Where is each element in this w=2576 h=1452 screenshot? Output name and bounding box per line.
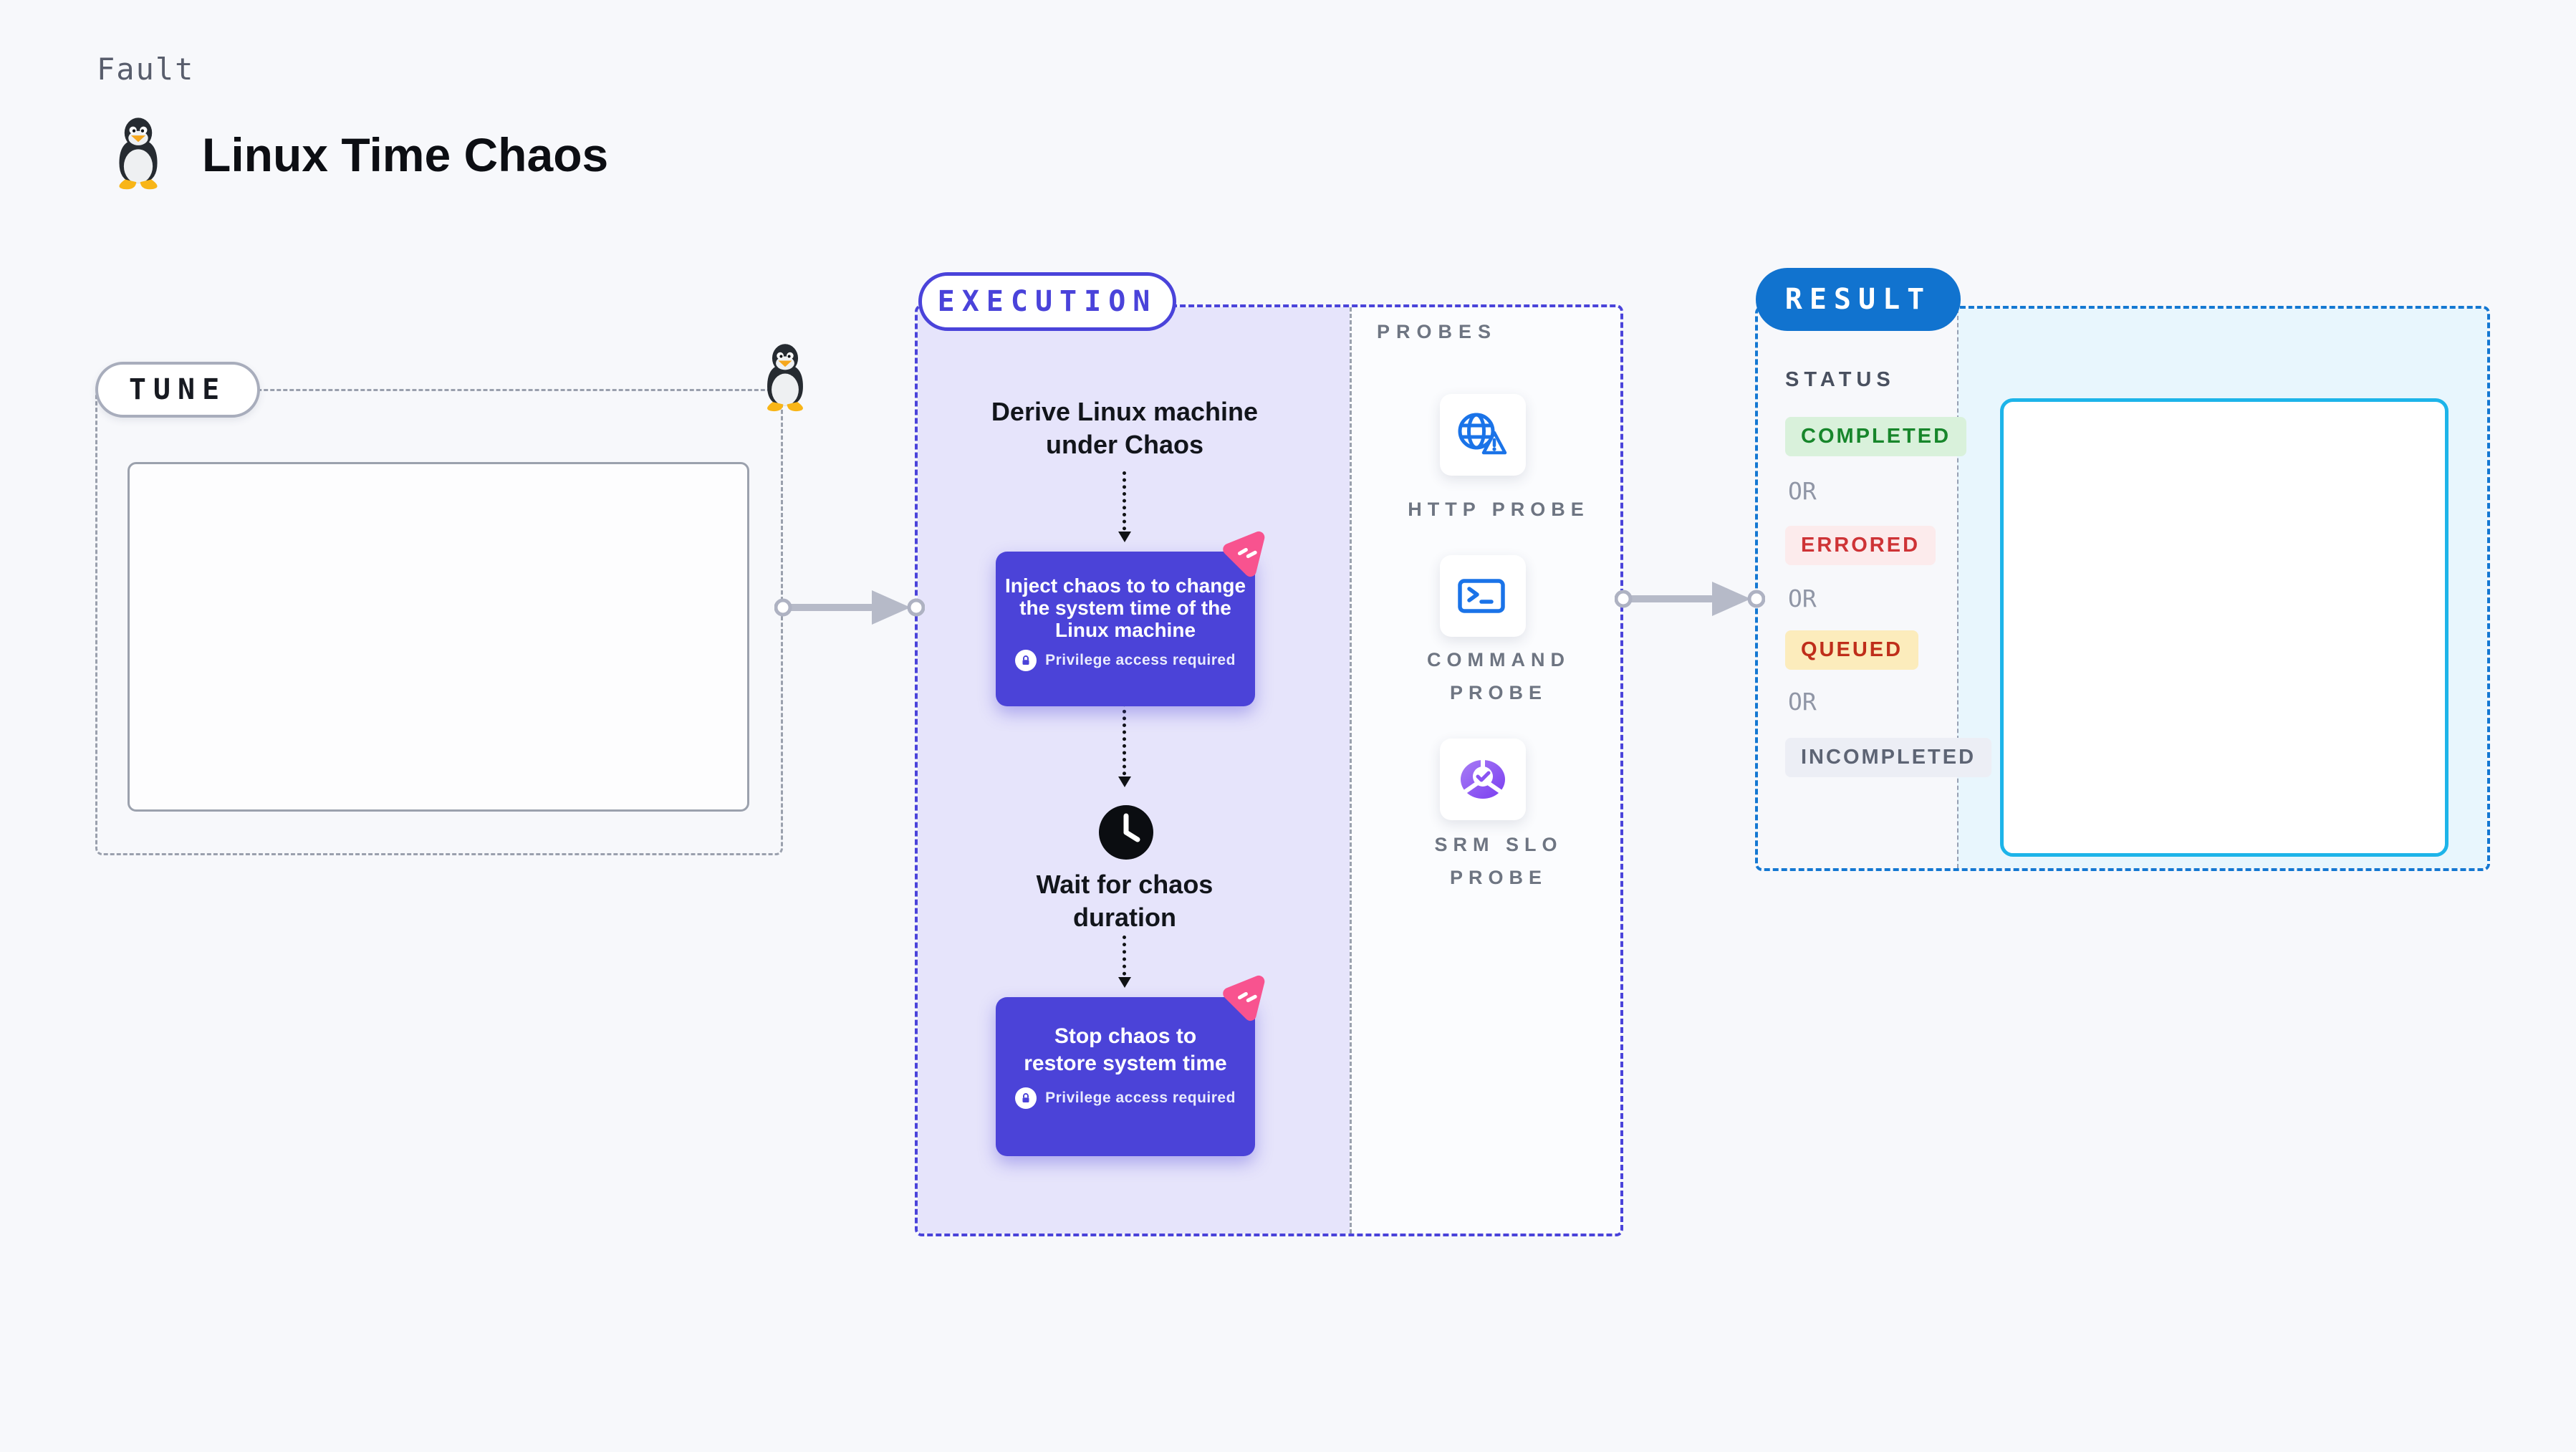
or-separator: OR [1788, 585, 1817, 612]
connector-arrow-tune-to-execution [774, 583, 925, 632]
tune-pill: TUNE [95, 362, 260, 418]
stop-line2: restore system time [1024, 1052, 1227, 1075]
tune-zone [95, 389, 783, 855]
result-pill: RESULT [1756, 268, 1961, 331]
execution-pill: EXECUTION [918, 272, 1176, 331]
status-section-label: STATUS [1785, 368, 1895, 391]
or-separator: OR [1788, 477, 1817, 505]
lock-icon [1015, 1087, 1037, 1109]
page-title: Linux Time Chaos [202, 128, 609, 181]
probe-label-line: HTTP PROBE [1408, 499, 1590, 520]
flow-arrow-1 [1118, 471, 1131, 542]
srm-slo-probe-label: SRM SLO PROBE [1377, 828, 1620, 894]
chaos-pink-logo-icon [1216, 527, 1274, 582]
derive-step-text: Derive Linux machine under Chaos [981, 395, 1268, 461]
stop-chaos-card: Stop chaos to restore system time Privil… [996, 997, 1255, 1156]
clock-icon [1099, 805, 1153, 860]
inject-line3: Linux machine [1054, 619, 1196, 641]
wait-step-text: Wait for chaos duration [1017, 868, 1232, 934]
srm-slo-probe-card [1440, 739, 1526, 820]
slo-pie-check-icon [1461, 758, 1505, 799]
stop-line1: Stop chaos to [1054, 1024, 1197, 1048]
status-badge-completed: COMPLETED [1785, 417, 1967, 456]
output-card [2000, 398, 2448, 857]
lock-icon [1015, 650, 1037, 671]
privilege-badge-text: Privilege access required [1045, 1090, 1236, 1106]
or-separator: OR [1788, 688, 1817, 716]
fault-eyebrow: Fault [97, 52, 195, 87]
flow-arrow-2 [1118, 689, 1131, 787]
command-probe-label: COMMAND PROBE [1377, 643, 1620, 709]
probe-label-line: COMMAND [1427, 649, 1570, 670]
command-probe-card [1440, 555, 1526, 637]
connector-arrow-execution-to-result [1615, 574, 1765, 623]
probe-label-line: PROBE [1449, 867, 1548, 888]
chaos-pink-logo-icon [1216, 971, 1274, 1027]
wait-line2: duration [1073, 903, 1176, 932]
http-probe-label: HTTP PROBE [1377, 493, 1620, 526]
globe-alert-icon [1458, 413, 1507, 455]
derive-line1: Derive Linux machine [991, 397, 1259, 426]
user-inputs-card [128, 462, 749, 812]
probe-label-line: SRM SLO [1434, 834, 1563, 855]
terminal-icon [1458, 579, 1505, 613]
inject-line1: Inject chaos to to change [1004, 574, 1246, 597]
status-badge-errored: ERRORED [1785, 526, 1936, 565]
derive-line2: under Chaos [1045, 430, 1204, 459]
probe-label-line: PROBE [1449, 682, 1548, 703]
status-badge-incompleted: INCOMPLETED [1785, 738, 1992, 777]
wait-line1: Wait for chaos [1036, 870, 1213, 899]
inject-line2: the system time of the [1019, 597, 1231, 619]
probes-section-label: PROBES [1377, 321, 1498, 342]
status-badge-queued: QUEUED [1785, 630, 1919, 670]
flow-arrow-3 [1118, 936, 1131, 988]
privilege-badge-text: Privilege access required [1045, 652, 1236, 668]
tux-penguin-small-icon [767, 344, 803, 412]
inject-chaos-card: Inject chaos to to change the system tim… [996, 552, 1255, 706]
tux-penguin-icon [119, 117, 158, 190]
http-probe-card [1440, 394, 1526, 476]
